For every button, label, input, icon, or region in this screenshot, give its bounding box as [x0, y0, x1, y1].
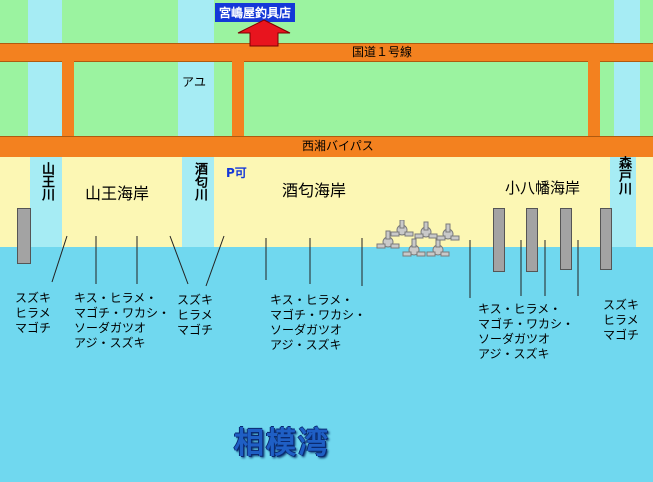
sakawa-river-label: 酒匂川 [192, 162, 207, 201]
national-road-label: 国道１号線 [352, 45, 413, 59]
sakawa-beach-label: 酒匂海岸 [282, 181, 347, 200]
national-road-1 [0, 43, 653, 62]
sanno-river [30, 157, 62, 247]
sakawa-river-upper [178, 0, 214, 160]
shop-arrow-icon [237, 19, 291, 47]
sanno-river-upper [28, 0, 62, 160]
fish-label-1: スズキ ヒラメ マゴチ [15, 291, 52, 335]
sanno-river-label: 山王川 [39, 162, 54, 201]
fish-label-5: キス・ヒラメ・ マゴチ・ワカシ・ ソーダガツオ アジ・スズキ [478, 302, 575, 361]
pier-2 [493, 208, 505, 272]
pier-3 [526, 208, 538, 272]
sagami-bay-label: 相模湾 [234, 426, 330, 461]
land-area [0, 0, 653, 160]
sakawa-river [182, 157, 214, 247]
parking-label: P可 [226, 166, 247, 180]
pier-4 [560, 208, 572, 270]
tetrapods-icon [376, 220, 460, 257]
side-road-1 [62, 58, 74, 140]
fish-label-3: スズキ ヒラメ マゴチ [177, 293, 214, 337]
side-road-3 [588, 58, 600, 140]
fish-label-4: キス・ヒラメ・ マゴチ・ワカシ・ ソーダガツオ アジ・スズキ [270, 293, 367, 352]
pier-5 [600, 208, 612, 270]
shop-label: 宮嶋屋釣具店 [215, 3, 296, 22]
pier-1 [17, 208, 31, 264]
morito-river-upper [614, 0, 640, 160]
fish-label-6: スズキ ヒラメ マゴチ [603, 298, 640, 342]
sanno-beach-label: 山王海岸 [85, 184, 150, 203]
bypass-label: 西湘バイパス [302, 139, 374, 153]
sagami-bay-sea [0, 247, 653, 482]
morito-river-label: 森戸川 [616, 156, 631, 195]
morito-river [610, 157, 636, 247]
koyawata-beach-label: 小八幡海岸 [505, 179, 581, 197]
ayu-label: アユ [182, 75, 207, 89]
side-road-2 [232, 58, 244, 140]
beach-area [0, 157, 653, 247]
fish-label-2: キス・ヒラメ・ マゴチ・ワカシ・ ソーダガツオ アジ・スズキ [74, 291, 171, 350]
